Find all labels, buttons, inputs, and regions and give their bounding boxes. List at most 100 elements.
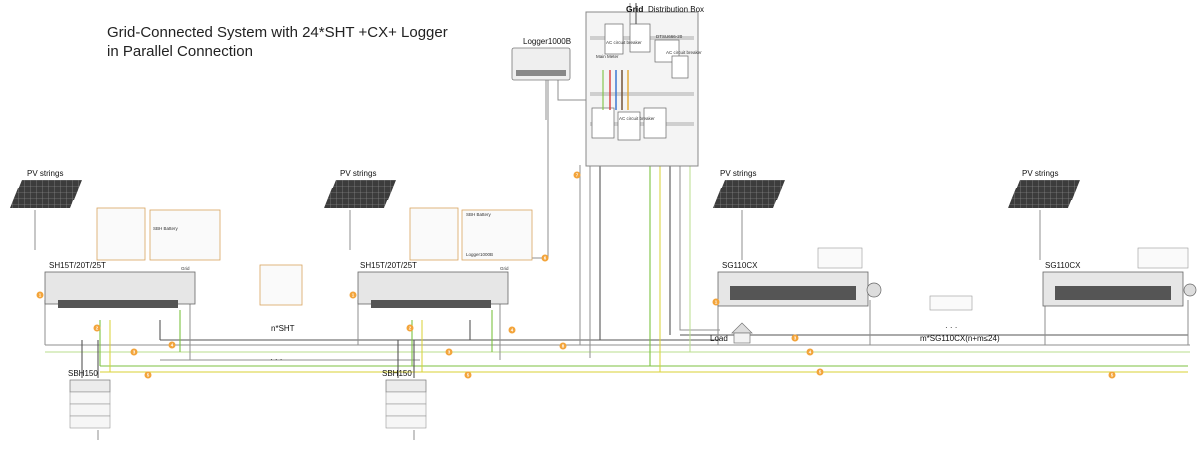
logger-label: Logger1000B (523, 37, 571, 46)
svg-text:5: 5 (467, 373, 470, 378)
cx-ac-port-2 (1183, 283, 1197, 297)
ellipsis-2: · · · (945, 323, 957, 332)
main-meter-device (629, 23, 651, 53)
badge-16: 4 (806, 348, 814, 356)
house-roof (731, 322, 753, 334)
svg-text:5: 5 (819, 370, 822, 375)
logger-terminal-strip (516, 70, 566, 76)
n-sht-label: n*SHT (271, 324, 295, 333)
battery-stack-2: SBH150 (382, 369, 427, 429)
cx-detail-panel-2 (1137, 247, 1189, 269)
m-cx-label: m*SG110CX(n+m≤24) (920, 334, 1000, 343)
sht-model-label-2: SH15T/20T/25T (360, 261, 417, 270)
badge-3: 3 (130, 348, 138, 356)
badge-15: 3 (791, 334, 799, 342)
badge-14: 1 (712, 298, 720, 306)
distribution-box: Grid Distribution Box AC circuit breaker… (585, 3, 704, 167)
svg-text:1: 1 (715, 300, 718, 305)
svg-text:3: 3 (794, 336, 797, 341)
svg-text:2: 2 (409, 326, 412, 331)
house-body (733, 332, 751, 344)
cx-model-label-1: SG110CX (722, 261, 758, 270)
battery-2-module-1 (385, 391, 427, 405)
badge-4: 4 (168, 341, 176, 349)
sht-model-label-1: SH15T/20T/25T (49, 261, 106, 270)
pv-strings-label-1: PV strings (27, 169, 63, 178)
badge-18: 5 (1108, 371, 1116, 379)
logger-sub-label: Logger1000B (466, 252, 493, 257)
battery-1-module-2 (69, 403, 111, 417)
distribution-box-label: Distribution Box (648, 5, 704, 14)
svg-text:4: 4 (171, 343, 174, 348)
sht-inverter-1 (44, 271, 196, 305)
ac-breaker-label-2: AC circuit breaker (666, 50, 702, 55)
pv-panel-3b (713, 188, 781, 208)
cx-assembly-1: PV strings SG110CX (713, 169, 882, 307)
svg-text:3: 3 (133, 350, 136, 355)
badge-5: 5 (144, 371, 152, 379)
pv-panel-2b (324, 188, 392, 208)
svg-text:2: 2 (96, 326, 99, 331)
badge-7: 2 (406, 324, 414, 332)
cx-ac-port-1 (866, 282, 882, 298)
svg-text:6: 6 (544, 256, 547, 261)
main-meter-label: Main Meter (596, 54, 619, 59)
sht-detail-panel-1b (149, 209, 221, 261)
m-cx-block: m*SG110CX(n+m≤24) · · · (920, 295, 1000, 343)
n-sht-block: n*SHT · · · (259, 264, 303, 364)
sht-assembly-1: PV strings SH15T/20T/25T SBH Battery Gri… (10, 169, 221, 308)
sht-detail-panel-1a (96, 207, 146, 261)
ellipsis-1: · · · (270, 355, 282, 364)
badge-6: 1 (349, 291, 357, 299)
cx-inverter-1-vent (730, 286, 856, 300)
logger-device: Logger1000B (511, 37, 571, 81)
pv-strings-label-4: PV strings (1022, 169, 1058, 178)
svg-text:7: 7 (576, 173, 579, 178)
badge-9: 5 (464, 371, 472, 379)
din-rail-2 (590, 92, 694, 96)
ac-breaker-right (671, 55, 689, 79)
sht-inverter-1-connectors (58, 300, 178, 308)
ac-breaker-label-1: AC circuit breaker (606, 40, 642, 45)
battery-1-module-3 (69, 415, 111, 429)
din-rail-3 (590, 122, 694, 126)
svg-text:1: 1 (39, 293, 42, 298)
breaker-row-mid (617, 111, 641, 141)
grid-port-label-2: Grid (500, 266, 509, 271)
breaker-row-left (591, 107, 615, 139)
cx-detail-panel-1 (817, 247, 863, 269)
n-sht-box (259, 264, 303, 306)
sht-inverter-2 (357, 271, 509, 305)
ac-breaker-label-3: AC circuit breaker (619, 116, 655, 121)
battery-2-module-2 (385, 403, 427, 417)
battery-stack-1: SBH150 (68, 369, 111, 429)
title-line-1: Grid-Connected System with 24*SHT +CX+ L… (107, 24, 448, 41)
svg-text:1: 1 (352, 293, 355, 298)
sht-detail-panel-2a (409, 207, 459, 261)
grid-port-label-1: Grid (181, 266, 190, 271)
sht-battery-label-1: SBH Battery (153, 226, 179, 231)
badge-12: 7 (573, 171, 581, 179)
load-house: Load (710, 322, 753, 344)
pv-panel-1b (10, 188, 78, 208)
badge-17: 5 (816, 368, 824, 376)
battery-2-top (385, 379, 427, 393)
cx-inverter-2-vent (1055, 286, 1171, 300)
pv-panel-4b (1008, 188, 1076, 208)
cx-model-label-2: SG110CX (1045, 261, 1081, 270)
battery-2-module-3 (385, 415, 427, 429)
breaker-row-right (643, 107, 667, 139)
svg-text:8: 8 (562, 344, 565, 349)
pv-strings-label-3: PV strings (720, 169, 756, 178)
badge-2: 2 (93, 324, 101, 332)
svg-text:3: 3 (448, 350, 451, 355)
sht-assembly-2: PV strings SH15T/20T/25T SBH Battery Log… (324, 169, 533, 308)
svg-text:5: 5 (147, 373, 150, 378)
m-cx-box (929, 295, 973, 311)
sht-detail-panel-2b (461, 209, 533, 261)
pv-strings-label-2: PV strings (340, 169, 376, 178)
battery-1-top (69, 379, 111, 393)
battery-1-module-1 (69, 391, 111, 405)
cx-assembly-2: PV strings SG110CX (1008, 169, 1197, 307)
